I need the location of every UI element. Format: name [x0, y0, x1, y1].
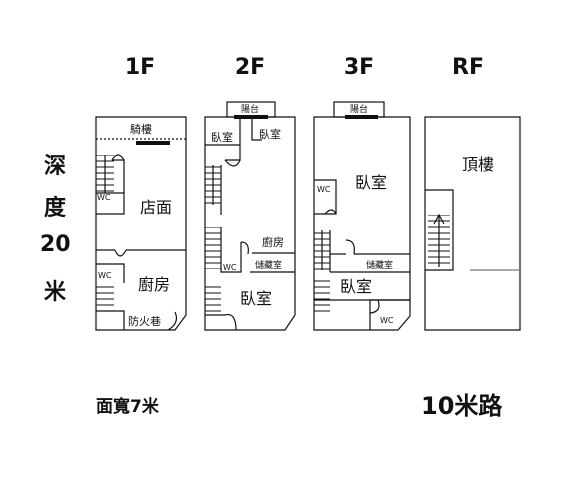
floor-plan-rf — [424, 116, 521, 331]
floor-plan-2f — [204, 101, 296, 331]
depth-char-3: 20 — [40, 232, 71, 257]
floor-title-2f: 2F — [234, 55, 266, 80]
room-wc-3f-b: WC — [380, 316, 394, 325]
room-fire-lane: 防火巷 — [128, 314, 161, 328]
room-balcony-2f: 陽台 — [241, 103, 259, 115]
floor-title-rf: RF — [452, 55, 484, 80]
room-bedroom-2f-a: 臥室 — [211, 130, 233, 144]
room-wc-2f: WC — [223, 263, 237, 272]
room-arcade: 騎樓 — [130, 122, 152, 136]
room-shop: 店面 — [140, 198, 172, 217]
depth-char-2: 度 — [43, 196, 66, 221]
room-wc-3f-a: WC — [317, 185, 331, 194]
room-kitchen-1f: 廚房 — [138, 275, 170, 294]
room-bedroom-3f-b: 臥室 — [340, 277, 372, 296]
room-storage-2f: 儲藏室 — [255, 259, 282, 271]
frontage-width-label: 面寬7米 — [96, 397, 159, 417]
depth-char-1: 深 — [43, 154, 66, 179]
room-wc-1f-b: WC — [98, 271, 112, 280]
room-bedroom-3f-a: 臥室 — [355, 173, 387, 192]
room-balcony-3f: 陽台 — [350, 103, 368, 115]
road-width-label: 10米路 — [421, 392, 503, 420]
floor-plan-1f — [95, 116, 187, 331]
floor-title-1f: 1F — [124, 55, 156, 80]
floor-title-3f: 3F — [343, 55, 375, 80]
room-bedroom-2f-b: 臥室 — [259, 127, 281, 141]
room-kitchen-2f: 廚房 — [262, 235, 284, 249]
depth-char-4: 米 — [43, 280, 66, 305]
room-roof: 頂樓 — [462, 155, 494, 174]
floor-plan-3f — [313, 101, 411, 331]
room-bedroom-2f-c: 臥室 — [240, 289, 272, 308]
room-storage-3f: 儲藏室 — [366, 259, 393, 271]
room-wc-1f-a: WC — [97, 193, 111, 202]
